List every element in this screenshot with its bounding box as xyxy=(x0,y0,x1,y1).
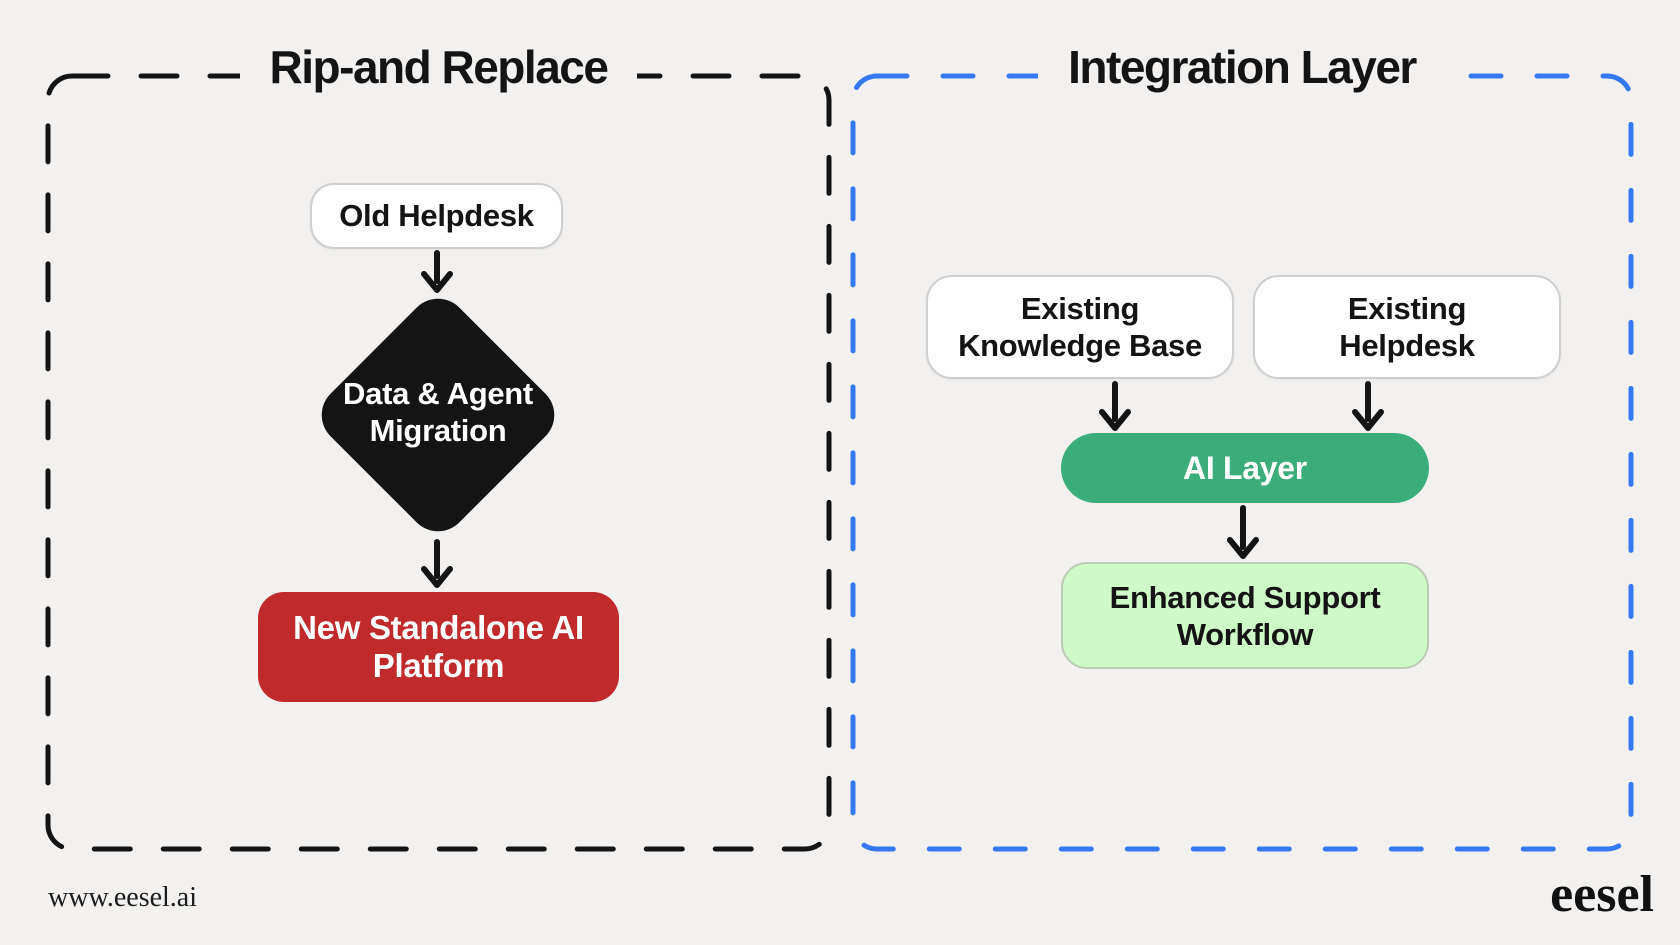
eesel-logo: eesel xyxy=(1550,866,1654,923)
arrow-ai-layer-to-workflow xyxy=(1227,505,1259,559)
existing-knowledge-base-node: Existing Knowledge Base xyxy=(926,275,1234,379)
existing-helpdesk-node: Existing Helpdesk xyxy=(1253,275,1561,379)
arrow-old-helpdesk-to-migration xyxy=(421,250,453,293)
old-helpdesk-node: Old Helpdesk xyxy=(310,183,563,249)
website-url: www.eesel.ai xyxy=(48,882,198,913)
enhanced-support-workflow-node: Enhanced Support Workflow xyxy=(1061,562,1429,669)
migration-diamond-label: Data & Agent Migration xyxy=(343,376,533,448)
integration-panel-outline xyxy=(850,73,1634,852)
arrow-helpdesk-to-ai-layer xyxy=(1352,381,1384,431)
new-standalone-platform-node: New Standalone AI Platform xyxy=(258,592,619,702)
ai-layer-node: AI Layer xyxy=(1061,433,1429,503)
arrow-migration-to-platform xyxy=(421,539,453,588)
flow-arrows xyxy=(421,250,1384,588)
arrow-kb-to-ai-layer xyxy=(1099,381,1131,431)
